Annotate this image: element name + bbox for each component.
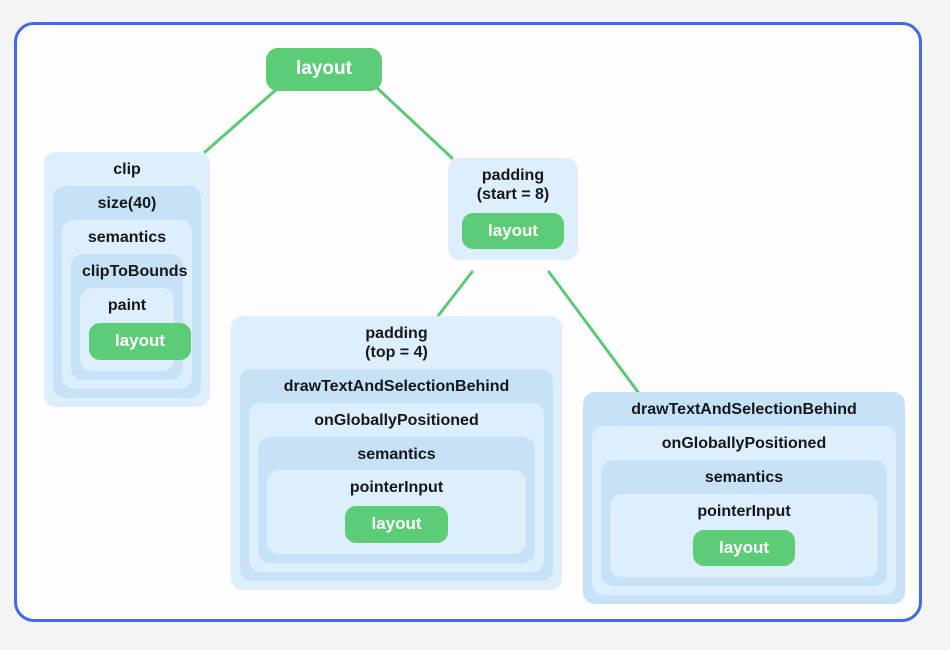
node-pointerinput-label-mid: pointerInput xyxy=(349,479,444,497)
node-drawtext-label-mid: drawTextAndSelectionBehind xyxy=(283,377,510,395)
node-clip[interactable]: clip size(40) semantics clipToBounds pai… xyxy=(44,152,210,408)
node-cliptobounds-label: clipToBounds xyxy=(82,262,188,280)
node-padding-start-box[interactable]: padding (start = 8) layout xyxy=(448,158,578,261)
node-padding-top[interactable]: padding (top = 4) drawTextAndSelectionBe… xyxy=(231,316,562,590)
node-ongloballypositioned-box-mid[interactable]: onGloballyPositioned semantics pointerIn… xyxy=(249,402,544,572)
node-semantics-label-mid: semantics xyxy=(357,445,436,463)
node-ongloballypositioned-box-right[interactable]: onGloballyPositioned semantics pointerIn… xyxy=(592,425,896,596)
node-pointerinput-box-right[interactable]: pointerInput layout xyxy=(610,493,878,578)
node-semantics-label: semantics xyxy=(87,228,167,246)
node-drawtext-box-mid[interactable]: drawTextAndSelectionBehind onGloballyPos… xyxy=(240,368,553,581)
node-padding-start-label-line1: padding xyxy=(481,167,545,184)
node-padding-start-layout-leaf: layout xyxy=(461,212,565,250)
node-paint-label: paint xyxy=(107,296,147,314)
node-semantics-label-right: semantics xyxy=(704,468,784,486)
node-size-label: size(40) xyxy=(97,194,157,212)
node-clip-layout-leaf: layout xyxy=(89,323,192,361)
node-drawtext-label-right: drawTextAndSelectionBehind xyxy=(631,401,857,418)
node-padding-top-layout-leaf: layout xyxy=(345,506,448,543)
node-clip-label: clip xyxy=(113,161,141,178)
node-padding-start-label-line2: (start = 8) xyxy=(476,185,550,203)
node-text-right-layout-leaf: layout xyxy=(692,529,796,567)
root-layout-label: layout xyxy=(266,48,382,91)
node-cliptobounds-box[interactable]: clipToBounds paint layout xyxy=(71,253,192,381)
node-semantics-box-mid[interactable]: semantics pointerInput layout xyxy=(258,436,535,563)
node-padding-top-box[interactable]: padding (top = 4) drawTextAndSelectionBe… xyxy=(231,316,562,590)
node-semantics-box[interactable]: semantics clipToBounds paint layout xyxy=(62,219,192,390)
node-ongloballypositioned-label-mid: onGloballyPositioned xyxy=(314,411,479,429)
node-pointerinput-label-right: pointerInput xyxy=(697,502,791,520)
node-semantics-box-right[interactable]: semantics pointerInput layout xyxy=(601,459,887,587)
node-padding-top-label-line2: (top = 4) xyxy=(365,343,428,361)
node-padding-top-label-line1: padding xyxy=(365,325,428,342)
node-text-right[interactable]: drawTextAndSelectionBehind onGloballyPos… xyxy=(583,392,905,605)
node-size-box[interactable]: size(40) semantics clipToBounds paint la… xyxy=(53,185,201,399)
node-drawtext-box-right[interactable]: drawTextAndSelectionBehind onGloballyPos… xyxy=(583,392,905,605)
node-paint-box[interactable]: paint layout xyxy=(80,287,192,372)
node-ongloballypositioned-label-right: onGloballyPositioned xyxy=(661,434,827,452)
node-clip-box[interactable]: clip size(40) semantics clipToBounds pai… xyxy=(44,152,210,408)
node-pointerinput-box-mid[interactable]: pointerInput layout xyxy=(267,470,526,554)
node-padding-start[interactable]: padding (start = 8) layout xyxy=(448,158,578,261)
node-root-layout[interactable]: layout xyxy=(266,46,382,93)
